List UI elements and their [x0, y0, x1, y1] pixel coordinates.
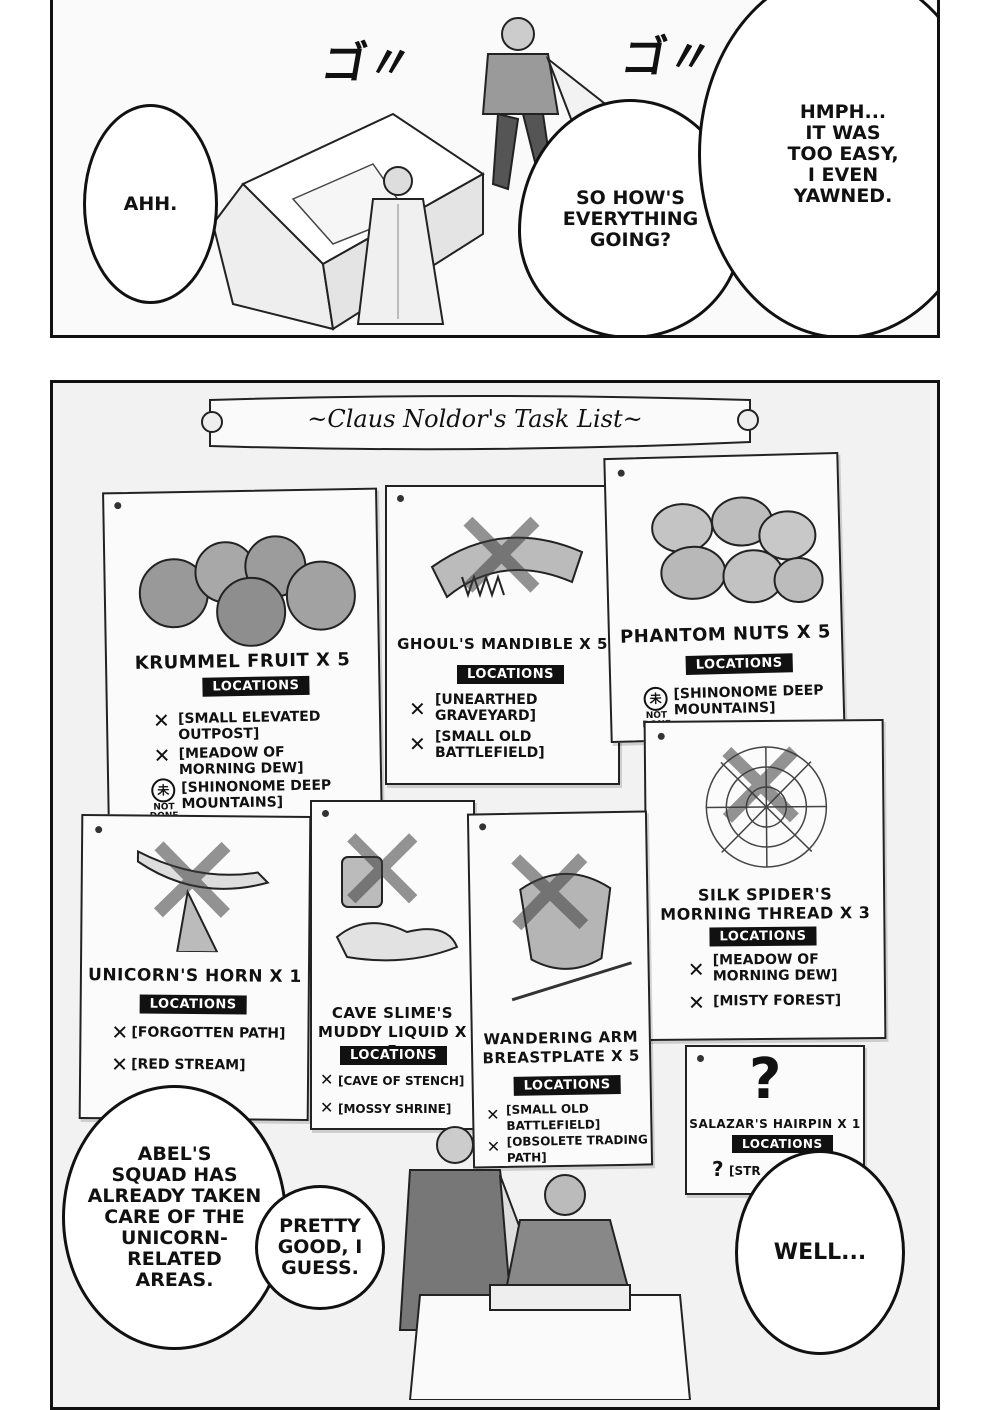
location-entry: [SMALL OLD BATTLEFIELD]: [435, 729, 545, 761]
speech-bubble-pretty-good: PRETTY GOOD, I GUESS.: [255, 1185, 385, 1310]
task-name: KRUMMEL FRUIT X 5: [134, 649, 351, 674]
location-entry: [MEADOW OF MORNING DEW]: [712, 951, 838, 985]
locations-label: LOCATIONS: [709, 926, 817, 947]
speech-bubble-ahh: AHH.: [83, 104, 218, 304]
locations-label: LOCATIONS: [685, 653, 793, 676]
cloaked-figure-illustration: [356, 166, 445, 325]
completed-cross-mark: ✕: [494, 817, 606, 972]
task-name: SILK SPIDER'S MORNING THREAD X 3: [660, 884, 871, 924]
nuts-illustration: [651, 496, 824, 604]
task-note-wandering-armor: ✕ WANDERING ARM BREASTPLATE X 5 LOCATION…: [466, 810, 654, 1169]
unicorn-horn-illustration: [136, 849, 270, 953]
task-list-title: ~Claus Noldor's Task List~: [307, 405, 643, 433]
locations-label: LOCATIONS: [340, 1046, 447, 1065]
location-entry: [SMALL ELEVATED OUTPOST]: [177, 708, 321, 744]
pin: [114, 502, 122, 510]
cross-mark: ✕: [687, 957, 705, 982]
spiderweb-illustration: [705, 746, 828, 868]
speech-text: SO HOW'S EVERYTHING GOING?: [562, 186, 699, 251]
speech-text: PRETTY GOOD, I GUESS.: [277, 1215, 363, 1279]
unknown-location-icon: ?: [712, 1157, 724, 1181]
task-note-cave-slime: ✕ CAVE SLIME'S MUDDY LIQUID X 5 LOCATION…: [310, 800, 475, 1130]
locations-label: LOCATIONS: [457, 665, 564, 684]
location-entry: [MEADOW OF MORNING DEW]: [178, 744, 304, 779]
not-done-stamp: 未: [151, 778, 176, 803]
task-note-phantom-nuts: PHANTOM NUTS X 5 LOCATIONS 未 NOT DONE [S…: [603, 451, 846, 744]
cross-mark: ✕: [153, 743, 171, 768]
cross-mark: ✕: [409, 697, 426, 721]
slime-jar-illustration: [335, 856, 459, 962]
speech-bubble-well: WELL...: [735, 1150, 905, 1355]
location-entry: [CAVE OF STENCH]: [338, 1074, 465, 1088]
task-name: WANDERING ARM BREASTPLATE X 5: [482, 1027, 640, 1068]
speech-text: ABEL'S SQUAD HAS ALREADY TAKEN CARE OF T…: [87, 1143, 262, 1291]
task-name: UNICORN'S HORN X 1: [87, 965, 302, 987]
pin: [95, 826, 103, 834]
task-note-ghoul-mandible: ✕ GHOUL'S MANDIBLE X 5 LOCATIONS ✕ [UNEA…: [385, 485, 620, 785]
speech-text: AHH.: [123, 192, 178, 215]
task-name: PHANTOM NUTS X 5: [619, 621, 832, 648]
cross-mark: ✕: [111, 1020, 129, 1045]
rumble-sfx-right: ゴ〃: [617, 32, 719, 83]
completed-cross-mark: ✕: [705, 710, 816, 864]
pin: [697, 1055, 704, 1062]
location-entry: [RED STREAM]: [131, 1056, 246, 1074]
pin: [657, 732, 665, 740]
cross-mark: ✕: [111, 1052, 129, 1077]
locations-label: LOCATIONS: [139, 994, 247, 1015]
speech-text: WELL...: [773, 1240, 867, 1265]
task-note-krummel-fruit: KRUMMEL FRUIT X 5 LOCATIONS ✕ [SMALL ELE…: [102, 487, 383, 833]
cross-mark: ✕: [409, 732, 426, 756]
pin: [617, 469, 625, 477]
completed-cross-mark: ✕: [332, 802, 433, 941]
task-note-unicorn-horn: ✕ UNICORN'S HORN X 1 LOCATIONS ✕ [FORGOT…: [78, 805, 312, 1121]
task-name: SALAZAR'S HAIRPIN X 1: [689, 1117, 861, 1131]
scroll-banner: [201, 395, 759, 451]
cross-mark: ✕: [320, 1070, 334, 1089]
top-panel: ゴ〃 ゴ〃 AHH. SO HOW'S EVERYTHING GOING? HM…: [50, 0, 940, 338]
rumble-sfx-left: ゴ〃: [317, 38, 419, 89]
pin: [322, 810, 329, 817]
location-entry: [MOSSY SHRINE]: [338, 1102, 452, 1116]
locations-label: LOCATIONS: [732, 1135, 833, 1153]
not-done-stamp: 未: [643, 686, 668, 712]
mandible-illustration: [430, 536, 584, 599]
speech-bubble-hmph: HMPH... IT WAS TOO EASY, I EVEN YAWNED.: [698, 0, 937, 335]
cross-mark: ✕: [152, 708, 171, 733]
speech-bubble-abel-squad: ABEL'S SQUAD HAS ALREADY TAKEN CARE OF T…: [62, 1085, 287, 1350]
cross-mark: ✕: [687, 990, 705, 1015]
task-name: CAVE SLIME'S MUDDY LIQUID X 5: [318, 1004, 467, 1060]
location-entry: [MISTY FOREST]: [712, 992, 842, 1010]
locations-label: LOCATIONS: [513, 1074, 621, 1096]
task-note-silk-spider: ✕ SILK SPIDER'S MORNING THREAD X 3 LOCAT…: [643, 710, 887, 1042]
fruit-illustration: [138, 535, 356, 647]
task-name: GHOUL'S MANDIBLE X 5: [397, 635, 608, 653]
knight-and-commander-illustration: [398, 1126, 692, 1400]
completed-cross-mark: ✕: [447, 481, 556, 633]
pin: [479, 823, 487, 831]
location-entry: [STR: [729, 1164, 761, 1178]
location-entry: [UNEARTHED GRAVEYARD]: [435, 692, 538, 724]
breastplate-illustration: [511, 872, 632, 1002]
cross-mark: ✕: [320, 1098, 334, 1117]
locations-label: LOCATIONS: [202, 675, 310, 697]
location-entry: [FORGOTTEN PATH]: [131, 1024, 286, 1042]
pin: [397, 495, 404, 502]
unknown-item-icon: ?: [749, 1047, 782, 1112]
speech-text: HMPH... IT WAS TOO EASY, I EVEN YAWNED.: [787, 100, 899, 207]
completed-cross-mark: ✕: [137, 805, 248, 959]
